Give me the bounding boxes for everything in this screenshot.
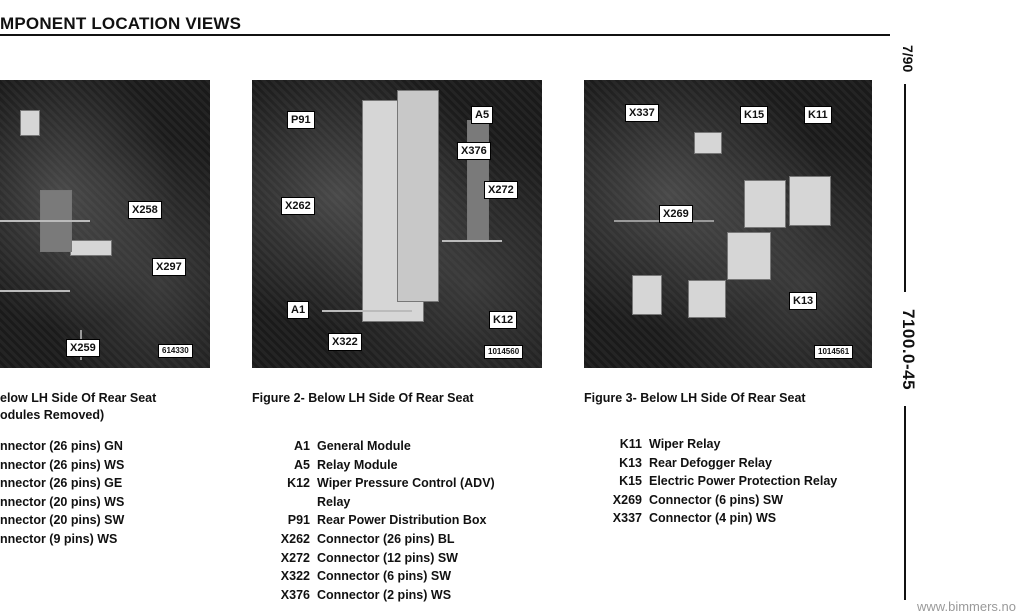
- header-rule: [0, 34, 890, 36]
- legend-item: nnector (26 pins) GN: [0, 439, 123, 453]
- legend-item: nnector (26 pins) GE: [0, 476, 123, 491]
- figure3-photo-number: 1014561: [814, 345, 854, 359]
- callout-p91: P91: [287, 111, 315, 129]
- legend-item: nnector (9 pins) WS: [0, 531, 118, 546]
- callout-a5: A5: [471, 106, 494, 124]
- legend-item: nnector (26 pins) WS: [0, 457, 125, 472]
- legend-item: nnector (20 pins) WS: [0, 494, 125, 509]
- callout-x262: X262: [281, 197, 315, 215]
- legend-item: nnector (20 pins) SW: [0, 513, 125, 528]
- callout-x376: X376: [457, 142, 491, 160]
- page-title: MPONENT LOCATION VIEWS: [0, 14, 242, 33]
- figure1-photo-number: 614330: [158, 344, 193, 358]
- figure2-photo: P91 A5 X376 X272 X262 A1 K12 X322 101456…: [252, 80, 542, 368]
- callout-a1: A1: [287, 301, 310, 319]
- figure1-legend: nnector (26 pins) GN nnector (26 pins) W…: [0, 437, 124, 549]
- callout-x297: X297: [152, 258, 186, 276]
- figure1-caption-line: elow LH Side Of Rear Seat: [0, 391, 157, 405]
- callout-k11: K11: [804, 106, 832, 124]
- watermark: www.bimmers.no: [917, 599, 1016, 614]
- figure3-caption: Figure 3- Below LH Side Of Rear Seat: [584, 391, 806, 405]
- side-date: 7/90: [900, 45, 916, 73]
- figure1-photo: X258 X297 X259 614330: [0, 80, 210, 368]
- figure1-caption: elow LH Side Of Rear Seat odules Removed…: [0, 390, 156, 424]
- side-rule-upper: [904, 84, 906, 292]
- side-rule-lower: [904, 406, 906, 600]
- figure2-caption: Figure 2- Below LH Side Of Rear Seat: [252, 391, 474, 405]
- side-page-code: 7100.0-45: [899, 309, 918, 391]
- callout-x322: X322: [328, 333, 362, 351]
- callout-x258: X258: [128, 201, 162, 219]
- callout-k13: K13: [789, 292, 818, 310]
- figure1-caption-line: odules Removed): [0, 408, 105, 422]
- callout-x259: X259: [66, 339, 100, 357]
- figure3-photo: X337 K15 K11 X269 K13 1014561: [584, 80, 872, 368]
- figure2-photo-number: 1014560: [484, 345, 524, 359]
- callout-k12: K12: [489, 311, 518, 329]
- legend-item: Relay: [317, 494, 351, 509]
- callout-x272: X272: [484, 181, 518, 199]
- callout-k15: K15: [740, 106, 769, 124]
- callout-x337: X337: [625, 104, 659, 122]
- callout-x269: X269: [659, 205, 693, 223]
